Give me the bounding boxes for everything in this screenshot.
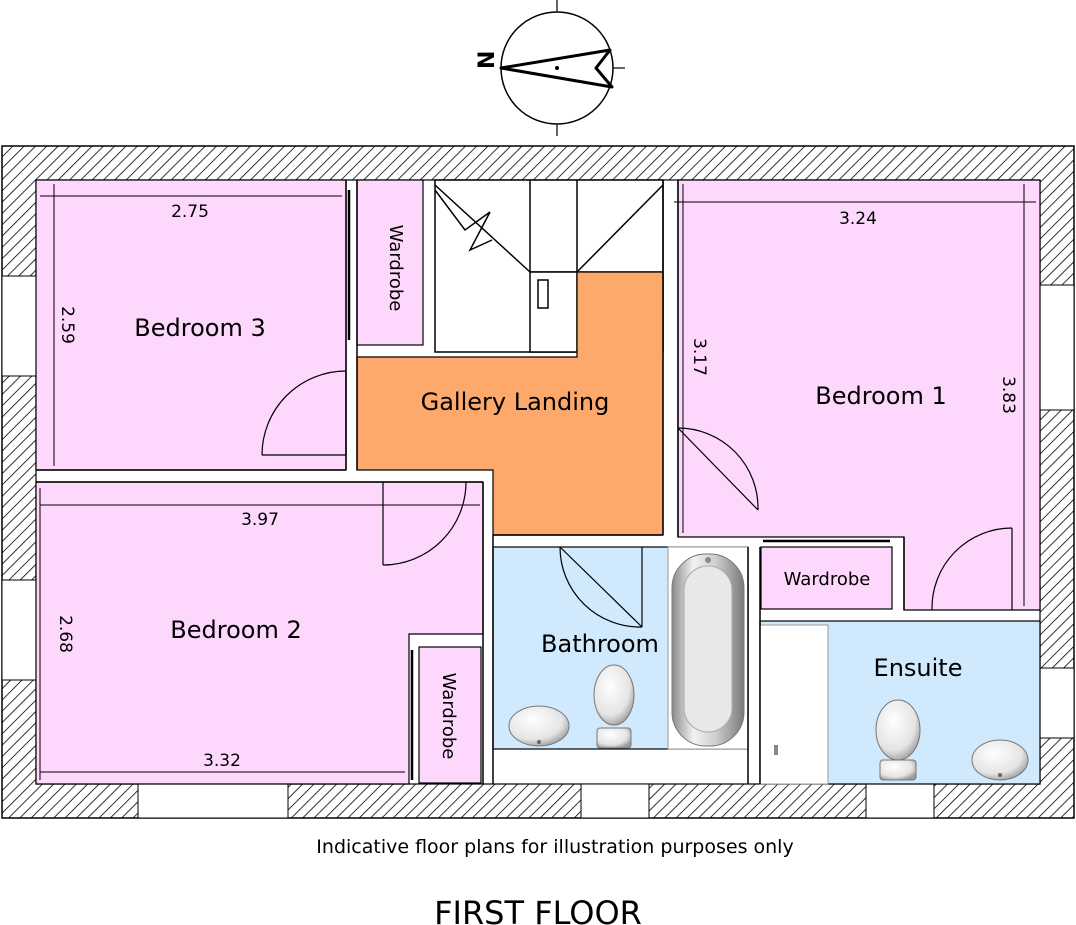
- ensuite-label: Ensuite: [874, 654, 963, 682]
- doors: [261, 370, 1013, 628]
- shower-tray: [759, 624, 829, 785]
- bedroom-3-depth: 2.59: [57, 306, 77, 344]
- bedroom-2-depth: 2.68: [55, 615, 75, 653]
- bedroom-3-label: Bedroom 3: [134, 314, 265, 342]
- wardrobe-bedroom-1: [760, 546, 893, 610]
- gallery-landing-label: Gallery Landing: [421, 388, 610, 416]
- ensuite-toilet-icon: [875, 699, 921, 781]
- wardrobe-3-label: Wardrobe: [385, 225, 406, 312]
- disclaimer-caption: Indicative floor plans for illustration …: [316, 836, 793, 858]
- floor-title: FIRST FLOOR: [434, 894, 642, 925]
- compass-north-label: N: [475, 51, 500, 69]
- ensuite-sink-icon: [971, 739, 1029, 781]
- wardrobe-bedroom-2: [418, 646, 482, 784]
- dimension-lines: [39, 184, 1036, 780]
- wardrobe-2-label: Wardrobe: [438, 673, 459, 760]
- north-compass-icon: N: [475, 0, 625, 136]
- bedroom-2-width: 3.97: [241, 510, 279, 530]
- bathroom-label: Bathroom: [541, 630, 659, 658]
- bedroom-3: [35, 179, 347, 471]
- bedroom-2-label: Bedroom 2: [170, 616, 301, 644]
- wardrobe-1-label: Wardrobe: [784, 569, 871, 590]
- wardrobe-bedroom-3: [356, 179, 424, 346]
- bedroom-1-width: 3.24: [839, 209, 877, 229]
- bathroom-sink-icon: [508, 705, 570, 747]
- bathroom-toilet-icon: [593, 664, 635, 749]
- windows: [1, 275, 1075, 819]
- bedroom-3-width: 2.75: [171, 202, 209, 222]
- bedroom-1-label: Bedroom 1: [815, 382, 946, 410]
- bedroom-2-width-lower: 3.32: [203, 751, 241, 771]
- bath-tub-icon: [671, 553, 745, 747]
- bedroom-1-depth-left: 3.17: [689, 338, 709, 376]
- bedroom-1-depth-right: 3.83: [998, 376, 1018, 414]
